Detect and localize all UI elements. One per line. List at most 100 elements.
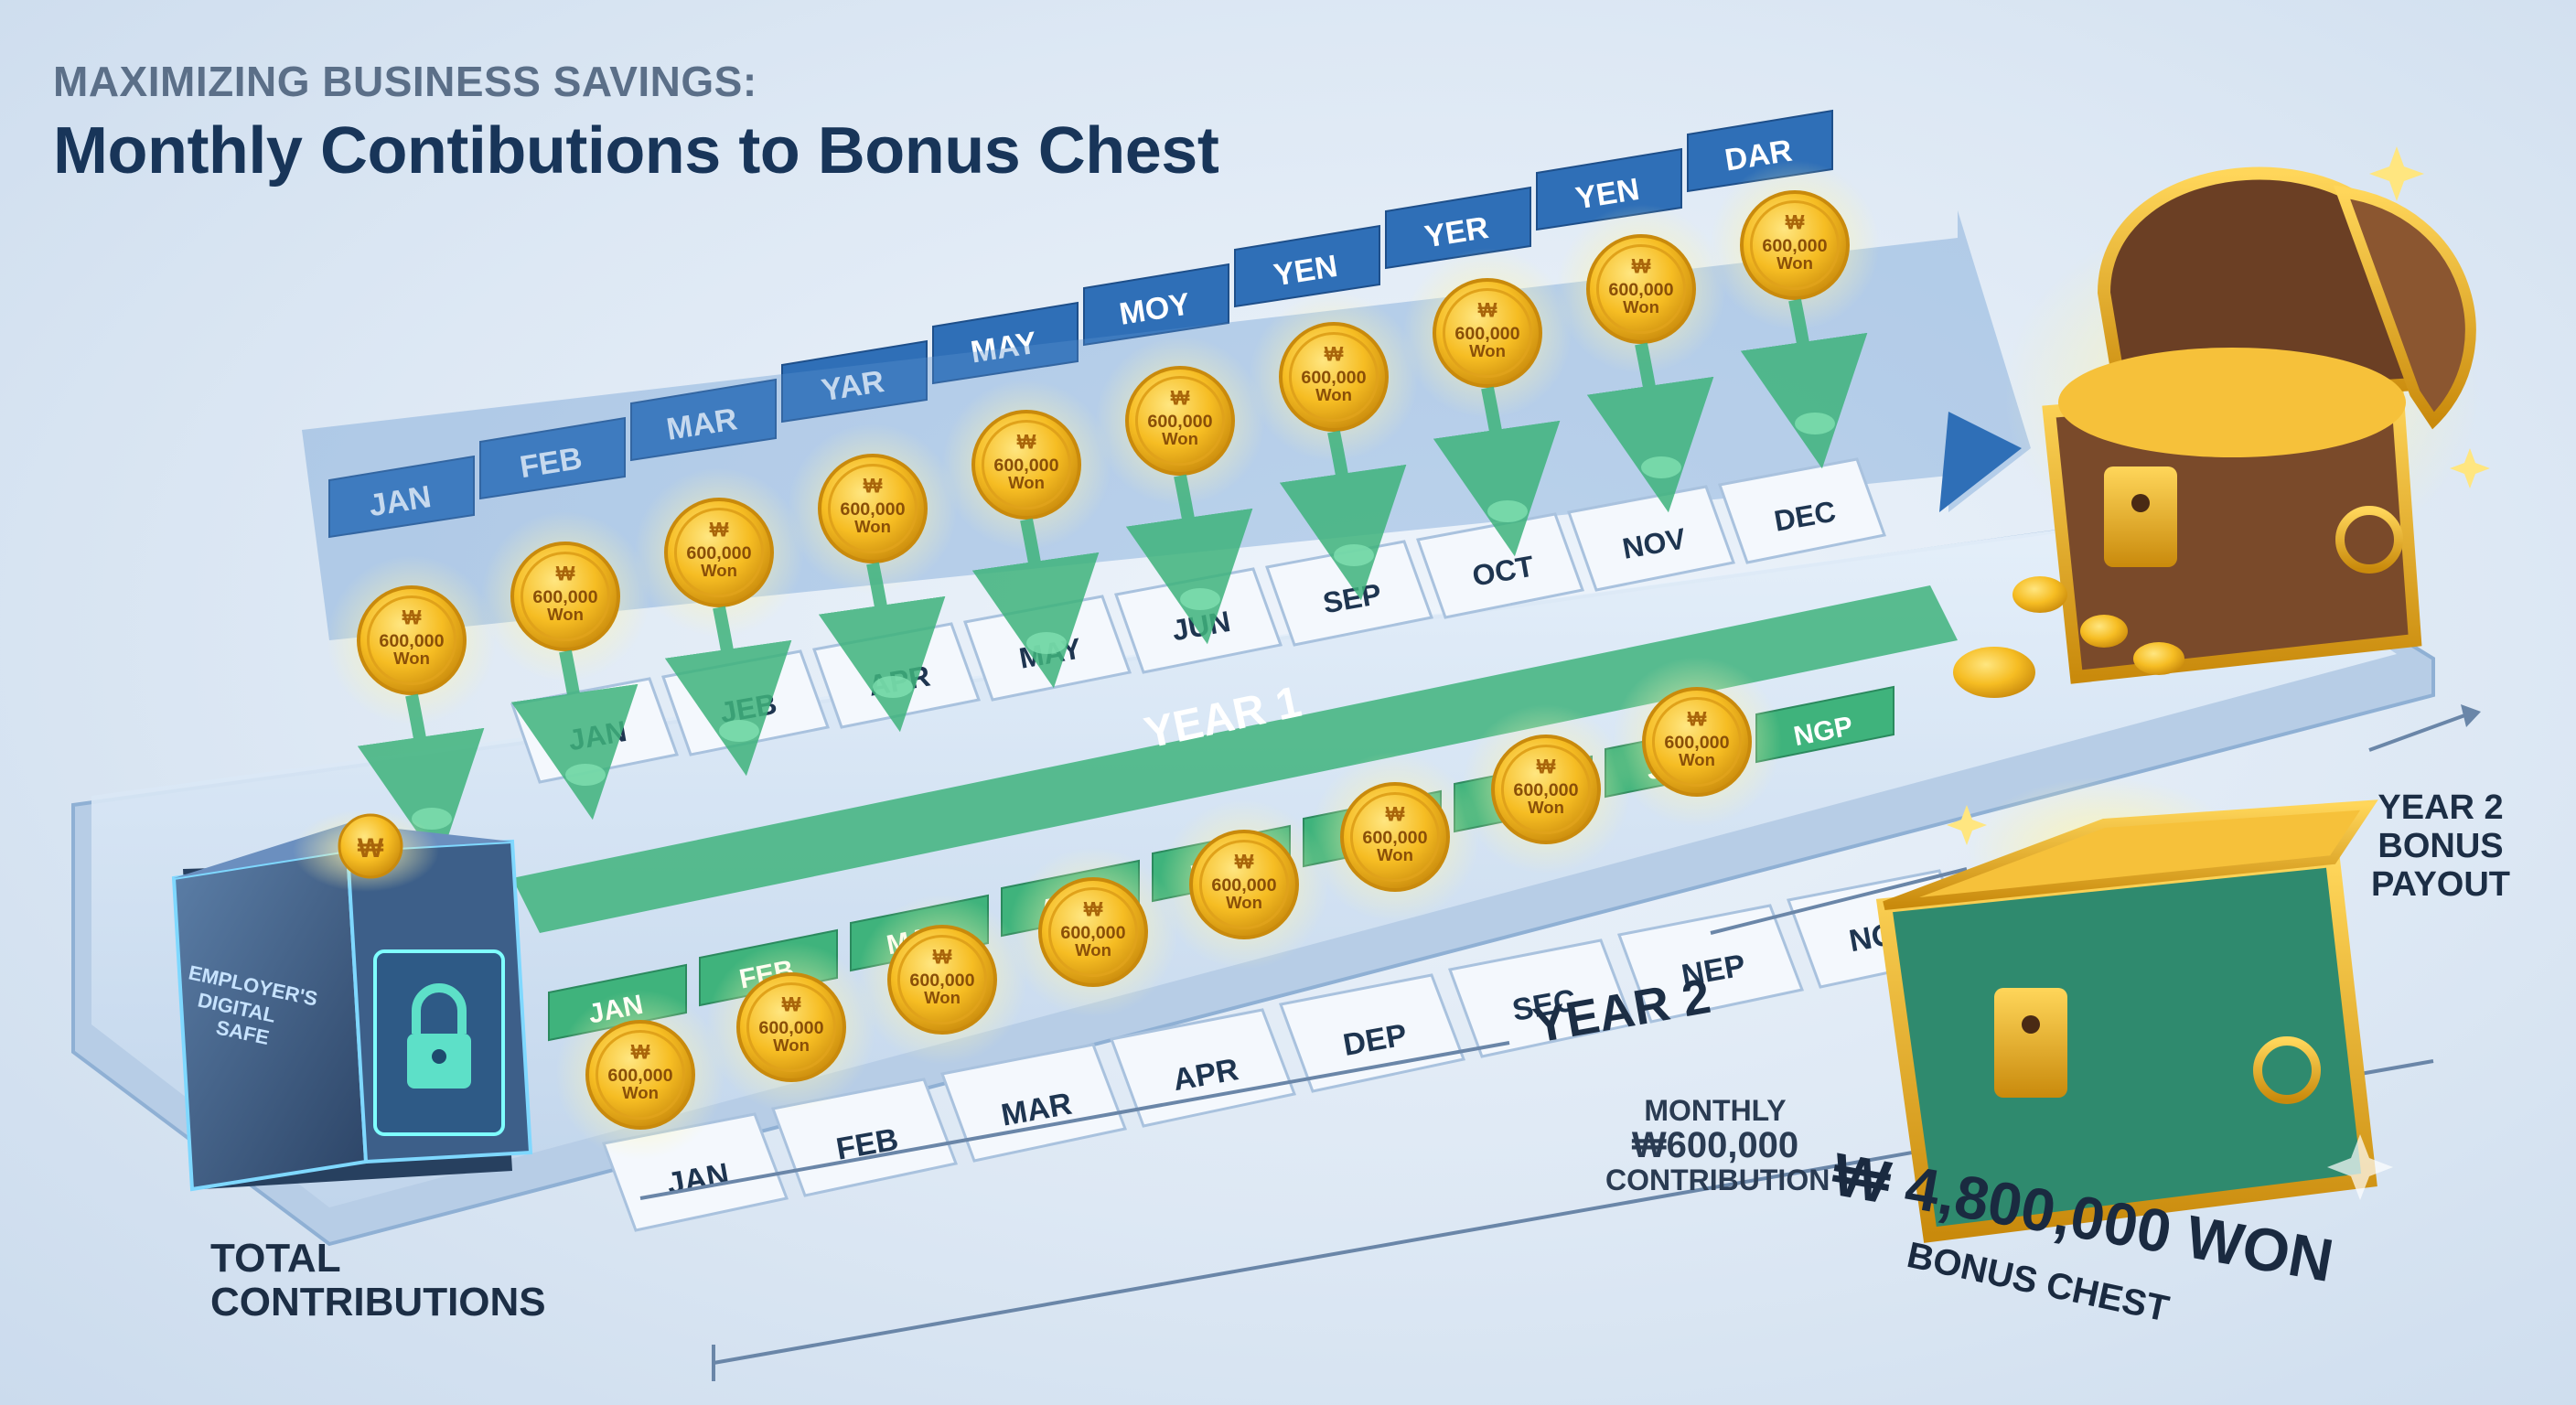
- coin-unit: Won: [924, 988, 961, 1007]
- loose-coins: [1953, 576, 2184, 698]
- employer-digital-safe: EMPLOYER'S DIGITAL SAFE ₩: [171, 810, 533, 1192]
- down-arrow-icon: [971, 518, 1100, 689]
- coin-symbol: ₩: [1325, 343, 1344, 366]
- coin-unit: Won: [1075, 940, 1111, 960]
- coin-amount: 600,000: [1454, 324, 1519, 344]
- down-arrow-icon: [1586, 342, 1714, 513]
- down-arrow-icon: [1740, 298, 1868, 469]
- coin-unit: Won: [1776, 253, 1813, 273]
- title-block: MAXIMIZING BUSINESS SAVINGS: Monthly Con…: [53, 57, 1219, 188]
- coin-symbol: ₩: [631, 1041, 650, 1064]
- coin-amount: 600,000: [379, 631, 444, 651]
- coin-unit: Won: [1377, 845, 1413, 864]
- coin-unit: Won: [1679, 750, 1715, 769]
- coin-unit: Won: [393, 649, 430, 668]
- year2-bonus-payout-label: YEAR 2 BONUS PAYOUT: [2370, 788, 2511, 904]
- title-main: Monthly Contibutions to Bonus Chest: [53, 114, 1219, 188]
- coin-amount: 600,000: [1762, 236, 1827, 256]
- coin-unit: Won: [547, 605, 584, 624]
- coin-amount: 600,000: [1362, 828, 1427, 848]
- coin-amount: 600,000: [758, 1018, 823, 1038]
- sparkles: [1947, 146, 2490, 1200]
- coin-icon: [338, 813, 403, 879]
- top-banner-month: FEB: [479, 416, 626, 500]
- coin-unit: Won: [701, 561, 737, 580]
- coin-symbol: ₩: [358, 833, 384, 863]
- year2-month-tile: APR: [1109, 1008, 1297, 1128]
- year1-month-tile: DEC: [1718, 457, 1887, 564]
- year2-month-tile: SEC: [1447, 938, 1636, 1058]
- coin-amount: 600,000: [686, 543, 751, 563]
- top-banner-month: MOY: [1083, 263, 1229, 347]
- chest-lock-icon: [1994, 988, 2067, 1098]
- coin-amount: 600,000: [1301, 368, 1366, 388]
- coin-symbol: ₩: [556, 563, 575, 585]
- coin-unit: Won: [773, 1035, 810, 1055]
- coins-bottom: ₩600,000Won₩600,000Won₩600,000Won₩600,00…: [555, 657, 1782, 1160]
- coin-symbol: ₩: [1786, 211, 1805, 234]
- coin-unit: Won: [1008, 473, 1045, 492]
- year2-month-tile: MAR: [939, 1043, 1128, 1163]
- down-arrow-icon: [1125, 474, 1253, 645]
- coin-amount: 600,000: [1060, 923, 1125, 943]
- top-banner-month: YEN: [1234, 224, 1380, 308]
- title-subtitle: MAXIMIZING BUSINESS SAVINGS:: [53, 58, 757, 105]
- coin-symbol: ₩: [1017, 431, 1036, 454]
- coin-unit: Won: [1315, 385, 1352, 404]
- coin-symbol: ₩: [710, 519, 729, 542]
- coin-symbol: ₩: [1084, 898, 1103, 921]
- coin-unit: Won: [622, 1083, 659, 1102]
- coin-symbol: ₩: [402, 606, 422, 629]
- top-banner-month: JAN: [328, 455, 475, 539]
- coin-amount: 600,000: [1147, 412, 1212, 432]
- coin-symbol: ₩: [1688, 708, 1707, 731]
- coin-amount: 600,000: [607, 1066, 672, 1086]
- top-banner-month: YAR: [781, 339, 928, 424]
- coin-symbol: ₩: [1537, 756, 1556, 778]
- down-arrow-icon: [1279, 430, 1407, 601]
- coin-amount: 600,000: [1513, 780, 1578, 800]
- coin-unit: Won: [1162, 429, 1198, 448]
- coin-symbol: ₩: [1632, 255, 1651, 278]
- coin-symbol: ₩: [1386, 803, 1405, 826]
- coin-amount: 600,000: [993, 456, 1058, 476]
- coin-symbol: ₩: [864, 475, 883, 498]
- coin-amount: 600,000: [532, 587, 597, 607]
- coin-amount: 600,000: [1664, 733, 1729, 753]
- coin-unit: Won: [854, 517, 891, 536]
- coin-amount: 600,000: [1608, 280, 1673, 300]
- year2-month-tile: DEP: [1278, 973, 1466, 1093]
- coins-top: ₩600,000Won₩600,000Won₩600,000Won₩600,00…: [327, 160, 1880, 864]
- monthly-contribution-label: MONTHLY ₩600,000 CONTRIBUTION: [1605, 1094, 1830, 1196]
- closed-treasure-chest: [1875, 778, 2378, 1243]
- total-contributions-label: TOTAL CONTRIBUTIONS: [210, 1236, 546, 1325]
- lock-icon: [407, 983, 471, 1089]
- chest-lock-icon: [2104, 467, 2177, 567]
- down-arrow-icon: [664, 606, 792, 777]
- coin-symbol: ₩: [1171, 387, 1190, 410]
- coin-amount: 600,000: [840, 499, 905, 520]
- coin-symbol: ₩: [782, 993, 801, 1016]
- coin-unit: Won: [1528, 798, 1564, 817]
- coin-amount: 600,000: [1211, 875, 1276, 896]
- coin-symbol: ₩: [1478, 299, 1497, 322]
- down-arrow-icon: [818, 562, 946, 733]
- top-banner-month: YER: [1385, 186, 1531, 270]
- coin-symbol: ₩: [1235, 851, 1254, 874]
